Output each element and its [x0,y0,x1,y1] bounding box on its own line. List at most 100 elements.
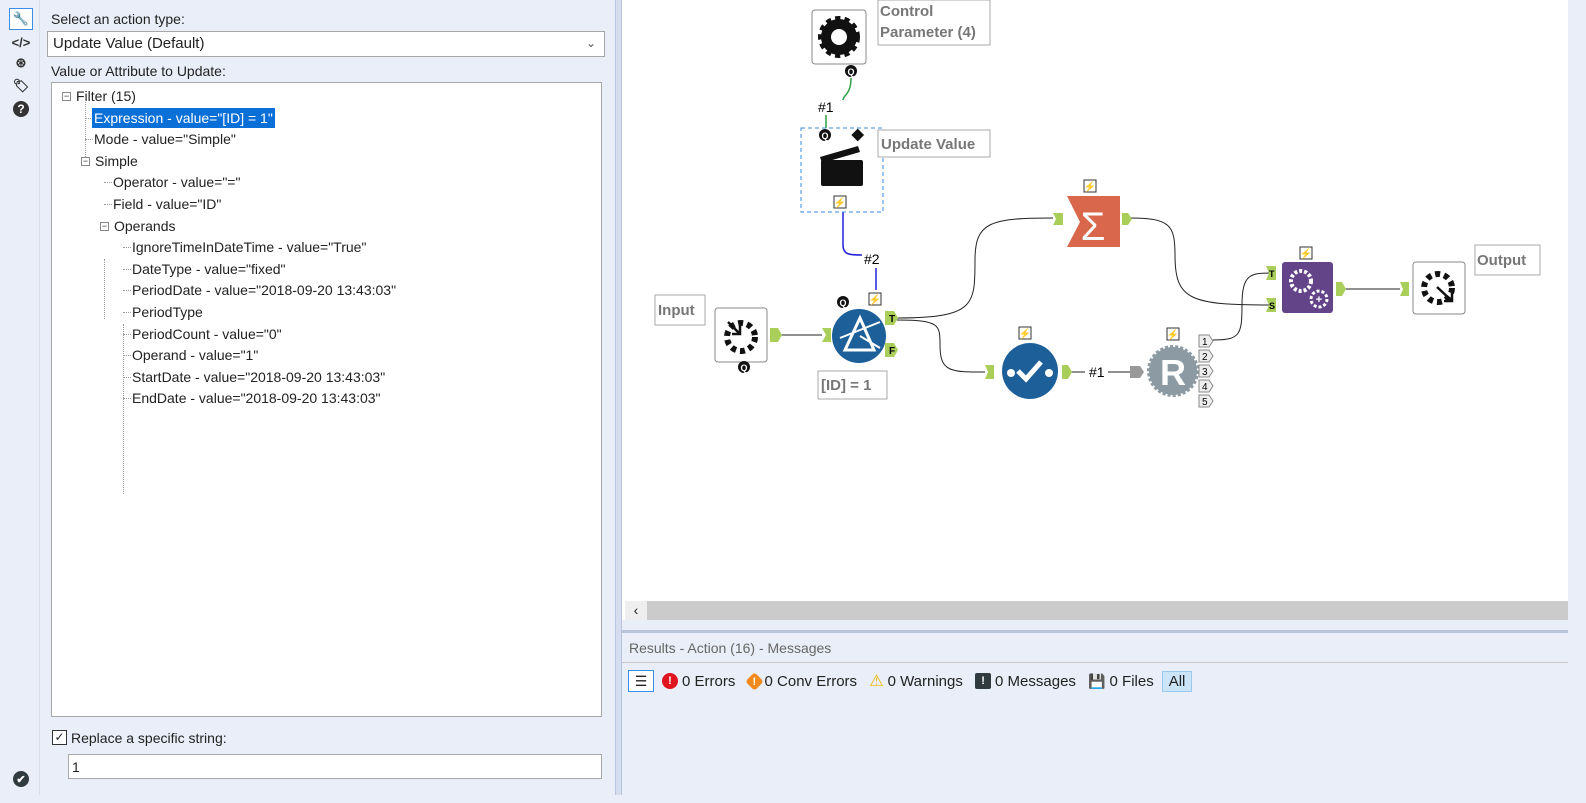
tree-item[interactable]: DateType - value="fixed" [132,260,286,277]
tree-item[interactable]: Operator - value="=" [113,174,241,191]
filter-tool[interactable]: Q ⚡ T F [822,292,898,363]
error-icon: ! [662,673,678,689]
errors-filter[interactable]: !0 Errors [662,673,735,690]
output-tool[interactable] [1400,261,1466,315]
annotation-icon[interactable]: ⊛ [15,55,27,70]
tree-item[interactable]: Expression - value="[ID] = 1" [92,107,275,128]
xml-icon[interactable]: </> [11,34,31,50]
lightning-icon: ⚡ [1300,247,1312,260]
scroll-left-arrow[interactable]: ‹ [625,601,647,620]
r-port-label: 5 [1202,397,1208,408]
tree-connector [123,247,131,249]
tree-connector [104,204,112,205]
tree-item[interactable]: Filter (15) [76,88,136,104]
tree-connector [123,312,131,313]
lightning-icon: ⚡ [869,293,881,306]
r-port-label: 2 [1202,352,1208,363]
tree-connector [85,97,86,157]
r-output-anchor [1198,379,1214,393]
replace-string-checkbox[interactable]: ✓ [52,730,67,745]
value-attribute-label: Value or Attribute to Update: [51,63,226,79]
messages-filter[interactable]: !0 Messages [975,673,1076,690]
warning-icon: ⚠ [869,673,884,690]
svg-text:Q: Q [839,298,846,308]
input-label: Input [658,302,695,319]
tree-item[interactable]: PeriodCount - value="0" [132,325,282,342]
update-value-label: Update Value [881,136,975,153]
wrench-icon[interactable]: 🔧 [9,8,33,30]
connection-label: #2 [864,251,880,267]
control-parameter-label: Control [880,3,933,20]
tree-connector [123,290,131,292]
all-filter-button[interactable]: All [1161,670,1193,692]
input-tool[interactable]: Q [714,307,782,373]
r-port-label: 3 [1202,367,1208,378]
recycle-icon [831,29,847,45]
conv-errors-filter[interactable]: !0 Conv Errors [744,671,857,691]
control-parameter-tool[interactable]: Q [811,9,867,77]
replace-string-input[interactable]: 1 [68,754,602,779]
conv-error-icon: ! [744,671,764,691]
workflow-canvas[interactable]: #1 #2 #1 Q Control Parameter (4) Q ⚡ Upd… [622,0,1568,620]
collapse-toggle[interactable]: − [81,155,90,166]
results-title: Results - Action (16) - Messages [622,633,1568,663]
svg-text:T: T [1269,269,1275,279]
tree-item[interactable]: IgnoreTimeInDateTime - value="True" [132,239,367,256]
tree-connector [104,182,112,184]
tree-item[interactable]: StartDate - value="2018-09-20 13:43:03" [132,368,386,385]
tree-item[interactable]: EndDate - value="2018-09-20 13:43:03" [132,390,381,407]
update-value-tool[interactable]: Q ⚡ [800,127,884,213]
tree-item[interactable]: PeriodDate - value="2018-09-20 13:43:03" [132,282,397,299]
macro-tool[interactable]: T S + ⚡ [1266,246,1346,313]
save-icon: 💾 [1088,672,1106,689]
connection-line [842,77,852,101]
connection-line [1212,272,1271,341]
connection-label: #1 [1089,364,1105,380]
svg-text:+: + [1316,294,1322,306]
svg-text:Q: Q [740,363,747,373]
connection-line [1129,217,1271,306]
lightning-icon: ⚡ [1019,327,1031,340]
control-parameter-label-2: Parameter (4) [880,24,976,41]
r-output-anchor [1198,394,1214,408]
configuration-panel: Select an action type: Update Value (Def… [41,0,615,795]
tree-item[interactable]: Operands [114,217,176,234]
output-label: Output [1477,252,1526,269]
r-output-anchor [1198,364,1214,378]
help-icon[interactable]: ? [9,98,33,120]
summarize-tool[interactable]: Σ ⚡ [1053,179,1132,249]
tree-item[interactable]: Operand - value="1" [132,347,259,364]
collapse-toggle[interactable]: − [62,91,71,101]
tag-icon[interactable]: 🏷 [12,78,30,93]
tree-item[interactable]: Field - value="ID" [113,196,222,212]
horizontal-scrollbar[interactable]: ‹ [625,601,1568,620]
valid-check-icon: ✔ [9,768,33,790]
test-tool[interactable]: ⚡ [985,326,1072,399]
lightning-icon: ⚡ [1167,328,1179,341]
collapse-toggle[interactable]: − [100,220,109,231]
warnings-filter[interactable]: ⚠0 Warnings [869,672,963,691]
panel-splitter[interactable] [615,0,622,795]
svg-text:Q: Q [821,131,828,141]
svg-text:Σ: Σ [1081,205,1106,249]
tree-item[interactable]: Simple [95,152,138,169]
results-filter-bar: ☰ !0 Errors !0 Conv Errors ⚠0 Warnings !… [628,669,1193,693]
connection-label: #1 [818,99,834,115]
svg-text:T: T [889,314,895,325]
filter-label: [ID] = 1 [821,377,871,394]
tree-item[interactable]: Mode - value="Simple" [94,131,236,148]
tree-connector [85,117,93,119]
action-type-value: Update Value (Default) [53,35,205,52]
tool-icon-bar: 🔧 </> ⊛ 🏷 ? ✔ [0,0,40,795]
tree-item[interactable]: PeriodType [132,304,203,320]
connection-line [896,217,1054,319]
list-view-icon[interactable]: ☰ [628,670,654,692]
connection-line [896,319,986,373]
attribute-tree[interactable]: −Filter (15)Expression - value="[ID] = 1… [51,82,602,717]
lightning-icon: ⚡ [1084,180,1096,193]
svg-text:Q: Q [847,67,854,77]
tree-connector [123,324,124,494]
files-filter[interactable]: 💾0 Files [1088,672,1154,690]
action-type-dropdown[interactable]: Update Value (Default) ⌄ [47,31,605,57]
